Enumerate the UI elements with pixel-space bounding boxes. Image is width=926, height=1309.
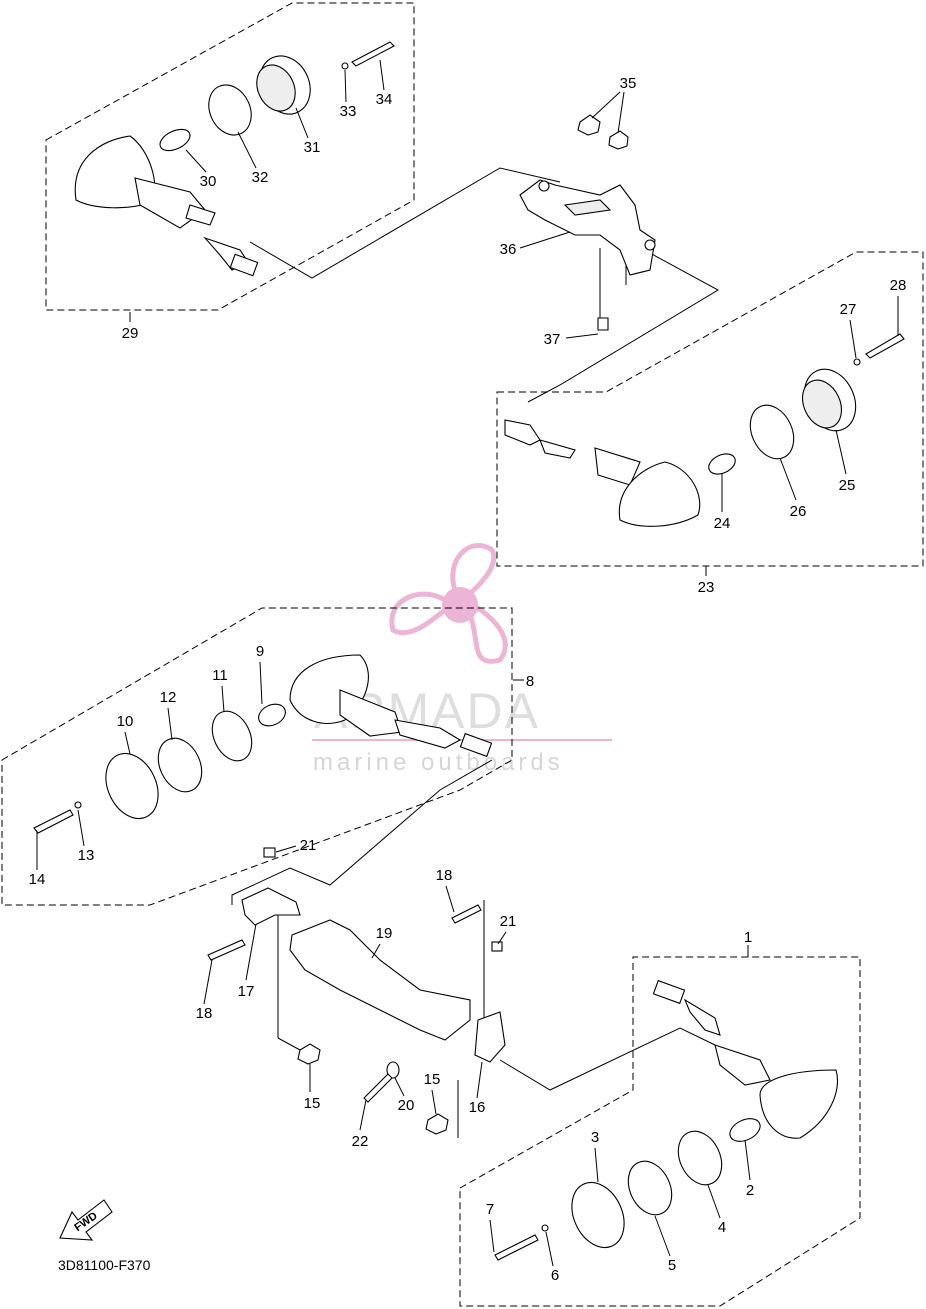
assembly-29-boundary xyxy=(45,2,415,311)
lens-shell xyxy=(74,135,156,209)
nut-35b xyxy=(608,130,629,150)
leader-lines xyxy=(129,167,749,1138)
callout-14: 14 xyxy=(29,871,46,888)
callout-3: 3 xyxy=(591,1129,599,1146)
callout-34: 34 xyxy=(376,91,393,108)
callout-9: 9 xyxy=(256,643,264,660)
callout-25: 25 xyxy=(839,477,856,494)
lens-shell-23 xyxy=(618,461,701,527)
callout-labels: 1 2 3 4 5 6 7 8 9 10 12 11 13 14 15 15 1… xyxy=(29,75,907,1284)
socket-4 xyxy=(677,1130,723,1186)
callout-22: 22 xyxy=(352,1133,369,1150)
screw-18a xyxy=(207,939,246,961)
socket-11 xyxy=(211,710,253,762)
callout-33: 33 xyxy=(340,103,357,120)
gasket-32 xyxy=(208,84,252,136)
turn-signal-1 xyxy=(494,979,838,1261)
turn-signal-29 xyxy=(74,41,395,277)
callout-15b: 15 xyxy=(424,1071,441,1088)
nut-21a xyxy=(263,847,276,858)
callout-2: 2 xyxy=(746,1182,754,1199)
turn-signal-8 xyxy=(33,654,493,834)
assembly-23-boundary xyxy=(496,251,924,567)
callout-6: 6 xyxy=(551,1267,559,1284)
nut-15b xyxy=(425,1113,449,1135)
callout-16: 16 xyxy=(469,1099,486,1116)
callout-13: 13 xyxy=(78,847,95,864)
bulb-2 xyxy=(729,1118,761,1142)
callout-26: 26 xyxy=(790,503,807,520)
diagram-code: 3D81100-F370 xyxy=(58,1257,151,1273)
bracket-16 xyxy=(474,1011,506,1063)
callout-36: 36 xyxy=(500,241,517,258)
callout-29: 29 xyxy=(122,325,139,342)
callout-pointers xyxy=(36,59,899,1267)
callout-15a: 15 xyxy=(304,1095,321,1112)
callout-20: 20 xyxy=(398,1097,415,1114)
callout-27: 27 xyxy=(840,301,857,318)
assembly-1-boundary xyxy=(459,956,861,1307)
callout-19: 19 xyxy=(376,925,393,942)
rim-10 xyxy=(105,753,159,819)
gasket-26 xyxy=(749,404,795,460)
callout-28: 28 xyxy=(890,277,907,294)
callout-11: 11 xyxy=(212,667,228,684)
watermark-tagline: marine outboards xyxy=(313,749,564,776)
callout-7: 7 xyxy=(486,1201,494,1218)
collar-20 xyxy=(386,1061,400,1079)
screw-22 xyxy=(363,1073,393,1103)
callout-1: 1 xyxy=(744,929,752,946)
rim-3 xyxy=(571,1182,625,1248)
propeller-icon xyxy=(389,543,508,664)
callout-21b: 21 xyxy=(500,913,517,930)
lens-shell-1 xyxy=(759,1069,838,1139)
nut-35a xyxy=(577,114,601,136)
nut-21b xyxy=(491,941,503,952)
callout-18b: 18 xyxy=(436,867,453,884)
gasket-12 xyxy=(157,737,203,793)
callout-8: 8 xyxy=(526,673,534,690)
assembly-8-boundary xyxy=(1,607,513,906)
bulb-9 xyxy=(258,703,286,727)
forward-arrow-icon: FWD xyxy=(59,1199,113,1241)
callout-21a: 21 xyxy=(300,837,317,854)
callout-18a: 18 xyxy=(196,1005,213,1022)
callout-17: 17 xyxy=(238,983,255,1000)
center-mount xyxy=(207,847,506,1135)
callout-35: 35 xyxy=(620,75,637,92)
nut-15a xyxy=(297,1043,321,1065)
callout-32: 32 xyxy=(252,169,269,186)
bracket-17 xyxy=(241,887,301,926)
callout-37: 37 xyxy=(544,331,561,348)
callout-10: 10 xyxy=(117,713,134,730)
callout-4: 4 xyxy=(718,1219,726,1236)
screw-18b xyxy=(451,904,482,924)
callout-24: 24 xyxy=(714,515,731,532)
bulb-30 xyxy=(159,128,191,152)
callout-30: 30 xyxy=(200,173,217,190)
callout-23: 23 xyxy=(698,579,715,596)
callout-11-12: 12 xyxy=(160,689,177,706)
turn-signal-23 xyxy=(504,333,905,527)
callout-31: 31 xyxy=(304,139,321,156)
cover-19 xyxy=(289,919,471,1041)
bracket-36 xyxy=(519,114,656,331)
bulb-24 xyxy=(708,453,736,475)
gasket-5 xyxy=(627,1160,673,1216)
screw-37 xyxy=(597,317,609,331)
callout-5: 5 xyxy=(668,1257,676,1274)
